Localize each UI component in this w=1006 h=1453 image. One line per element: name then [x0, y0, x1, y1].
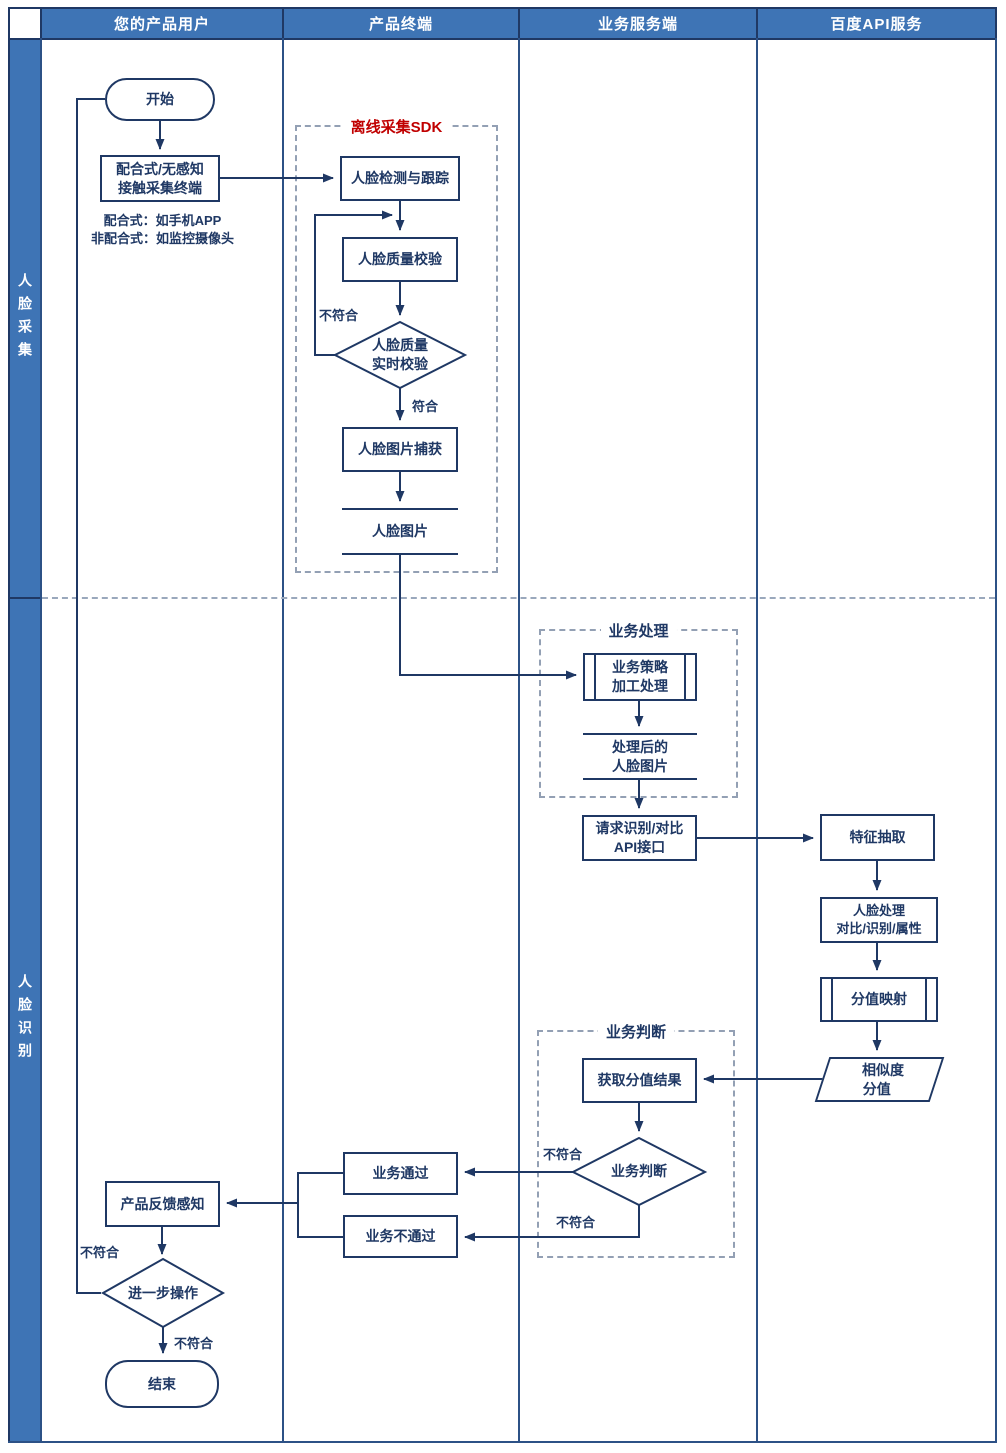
lane-border [995, 38, 997, 1443]
capture-terminal-node: 配合式/无感知 接触采集终端 [100, 155, 220, 202]
processed-line2: 人脸图片 [612, 757, 668, 774]
terminal-note-line2: 非配合式：如监控摄像头 [90, 230, 234, 246]
further-fail-bottom-label: 不符合 [174, 1336, 214, 1351]
business-strategy-line2: 加工处理 [612, 678, 668, 694]
lane-header-label: 产品终端 [368, 16, 433, 33]
lane-header-business-server: 业务服务端 [518, 7, 758, 40]
business-pass-node: 业务通过 [343, 1152, 458, 1195]
lane-border [756, 38, 758, 1443]
header-corner-cell [8, 7, 42, 40]
business-strategy-line1: 业务策略 [612, 659, 668, 676]
section-divider-dashed [42, 597, 995, 599]
face-processing-line1: 人脸处理 [852, 903, 905, 919]
predefined-bar-left [831, 977, 833, 1022]
feature-extract-node: 特征抽取 [820, 814, 935, 861]
predefined-bar-right [684, 653, 686, 701]
product-feedback-label: 产品反馈感知 [120, 1195, 205, 1212]
similarity-line1: 相似度 [861, 1061, 904, 1078]
group-offline-sdk: 离线采集SDK [295, 116, 498, 573]
face-processing-line2: 对比/识别/属性 [836, 921, 922, 936]
face-quality-check-node: 人脸质量校验 [342, 237, 458, 282]
rtcheck-fail-label: 不符合 [319, 308, 359, 323]
business-pass-label: 业务通过 [372, 1165, 429, 1182]
capture-terminal-line1: 配合式/无感知 [116, 160, 204, 177]
group-business-judgment: 业务判断 [537, 1021, 735, 1258]
face-image-data: 人脸图片 [342, 508, 458, 555]
sidebar-section-label: 人脸采集 [17, 272, 33, 365]
face-image-capture-node: 人脸图片捕获 [342, 427, 458, 472]
predefined-bar-left [594, 653, 596, 701]
request-api-line1: 请求识别/对比 [595, 820, 684, 837]
get-score-label: 获取分值结果 [597, 1072, 682, 1089]
start-label: 开始 [146, 91, 174, 108]
face-quality-check-label: 人脸质量校验 [358, 251, 442, 268]
further-operation-text: 进一步操作 [128, 1284, 198, 1301]
capture-terminal-line2: 接触采集终端 [118, 179, 202, 196]
similarity-score-node: 相似度 分值 [814, 1057, 945, 1102]
judge-text: 业务判断 [611, 1163, 667, 1180]
face-image-capture-label: 人脸图片捕获 [358, 441, 442, 458]
score-mapping-label: 分值映射 [851, 991, 907, 1008]
group-business-judgment-title: 业务判断 [597, 1021, 675, 1042]
get-score-node: 获取分值结果 [582, 1058, 697, 1103]
business-fail-label: 业务不通过 [365, 1228, 436, 1245]
further-fail-left-label: 不符合 [80, 1245, 120, 1260]
rt-check-diamond-label: 人脸质量 实时校验 [335, 322, 465, 388]
feature-extract-label: 特征抽取 [849, 829, 906, 846]
lane-header-product-user: 您的产品用户 [40, 7, 284, 40]
rt-check-line1: 人脸质量 [372, 337, 428, 354]
processed-line1: 处理后的 [612, 738, 668, 755]
start-node: 开始 [105, 78, 215, 121]
sidebar-section-face-collection: 人脸采集 [8, 38, 42, 599]
sidebar-section-label: 人脸识别 [17, 974, 33, 1066]
further-operation-diamond-label: 进一步操作 [103, 1259, 223, 1327]
face-image-label: 人脸图片 [372, 523, 428, 540]
lane-border [40, 38, 42, 1443]
business-fail-node: 业务不通过 [343, 1215, 458, 1258]
processed-face-image-data: 处理后的 人脸图片 [583, 733, 697, 780]
rtcheck-pass-label: 符合 [412, 399, 439, 414]
predefined-bar-right [925, 977, 927, 1022]
request-api-line2: API接口 [613, 839, 666, 855]
face-detect-track-label: 人脸检测与跟踪 [351, 170, 449, 187]
sidebar-section-face-recognition: 人脸识别 [8, 597, 42, 1443]
lane-header-baidu-api: 百度API服务 [756, 7, 997, 40]
group-offline-sdk-title: 离线采集SDK [342, 116, 451, 137]
lane-header-product-terminal: 产品终端 [282, 7, 520, 40]
judge-fail-bottom-label: 不符合 [556, 1215, 596, 1230]
line-pass-fail-bracket [297, 1172, 343, 1238]
business-strategy-node: 业务策略 加工处理 [583, 653, 697, 701]
lane-header-label: 百度API服务 [830, 16, 923, 33]
face-processing-node: 人脸处理 对比/识别/属性 [820, 897, 938, 943]
end-node: 结束 [105, 1360, 219, 1408]
end-label: 结束 [148, 1375, 176, 1392]
lane-header-label: 您的产品用户 [113, 16, 210, 33]
group-business-processing-title: 业务处理 [600, 620, 677, 641]
request-api-node: 请求识别/对比 API接口 [582, 815, 697, 861]
similarity-line2: 分值 [862, 1080, 891, 1097]
lane-border [282, 38, 284, 1443]
lane-border [518, 38, 520, 1443]
judge-diamond-label: 业务判断 [573, 1138, 705, 1205]
terminal-note-line1: 配合式：如手机APP [103, 213, 222, 228]
face-detect-track-node: 人脸检测与跟踪 [340, 156, 460, 201]
diagram-bottom-border [8, 1441, 997, 1443]
score-mapping-node: 分值映射 [820, 977, 938, 1022]
terminal-note: 配合式：如手机APP 非配合式：如监控摄像头 [55, 212, 270, 247]
product-feedback-node: 产品反馈感知 [105, 1181, 220, 1227]
lane-header-label: 业务服务端 [597, 16, 678, 33]
judge-fail-left-label: 不符合 [543, 1147, 583, 1162]
line-further-loop-to-start [76, 98, 105, 1294]
rt-check-line2: 实时校验 [372, 356, 428, 372]
